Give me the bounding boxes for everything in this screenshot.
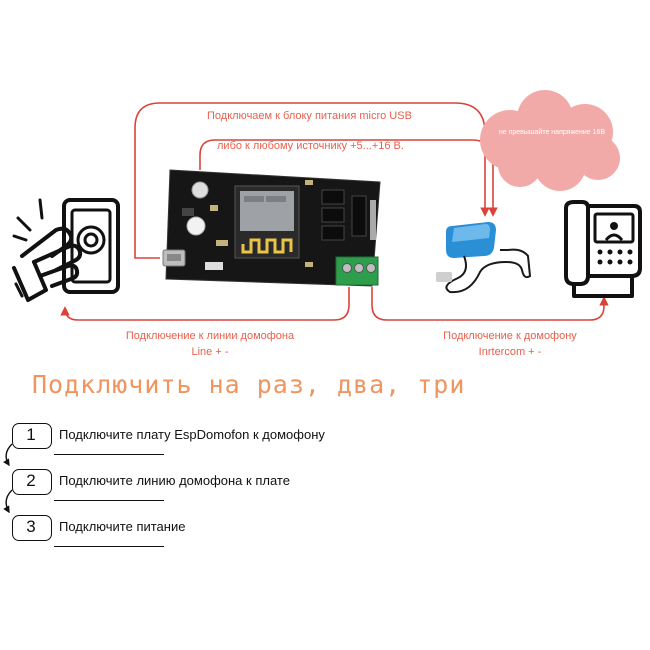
- step-number-box: [12, 469, 52, 495]
- step-text: Подключите питание: [59, 519, 186, 534]
- step-text: Подключите линию домофона к плате: [59, 473, 290, 488]
- page-title: Подключить на раз, два, три: [32, 370, 466, 399]
- step-number-box: [12, 515, 52, 541]
- line-connection-line: [60, 287, 350, 321]
- power-adapter-icon: [436, 222, 532, 294]
- step-3: 3 Подключите питание: [12, 515, 412, 555]
- voltage-warning-cloud: [480, 90, 620, 191]
- doorbell-press-icon: [12, 198, 120, 302]
- step-number: 3: [26, 517, 36, 536]
- usb-power-label: Подключаем к блоку питания micro USB: [207, 110, 412, 122]
- line-pins-label: Line + -: [191, 346, 229, 358]
- step-underline: [54, 500, 164, 501]
- step-text: Подключите плату EspDomofon к домофону: [59, 427, 325, 442]
- esp-board-image: [162, 169, 381, 287]
- voltage-warning-text: не превышайте напряжение 16В: [498, 129, 606, 136]
- intercom-monitor-icon: [564, 200, 642, 298]
- step-1: 1 Подключите плату EspDomofon к домофону: [12, 423, 412, 463]
- line-connection-label: Подключение к линии домофона: [125, 330, 295, 342]
- step-underline: [54, 454, 164, 455]
- step-number: 1: [26, 425, 36, 444]
- usb-power-line: [134, 102, 490, 259]
- step-2: 2 Подключите линию домофона к плате: [12, 469, 412, 509]
- step-number-box: [12, 423, 52, 449]
- step-number: 2: [26, 471, 36, 490]
- alt-power-label: либо к любому источнику +5...+16 В.: [217, 140, 404, 152]
- steps-connector: [3, 443, 13, 514]
- intercom-connection-line: [371, 287, 609, 321]
- intercom-connection-label: Подключение к домофону: [443, 330, 577, 342]
- intercom-pins-label: Inrtercom + -: [478, 346, 542, 358]
- step-underline: [54, 546, 164, 547]
